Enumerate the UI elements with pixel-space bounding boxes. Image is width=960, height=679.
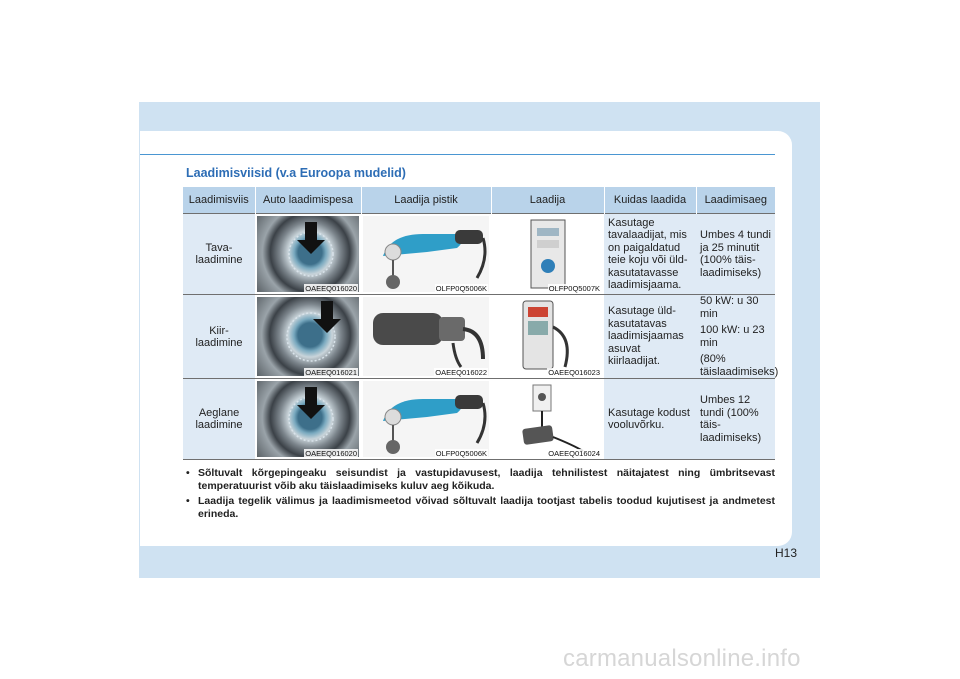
charger-image-cell: OLFP0Q5007K xyxy=(491,213,604,295)
section-title: Laadimisviisid (v.a Euroopa mudelid) xyxy=(186,166,406,180)
charging-port-image xyxy=(257,381,359,457)
header-charger: Laadija xyxy=(491,187,605,214)
portable-charger-image xyxy=(493,381,602,457)
header-port: Auto laadimispesa xyxy=(255,187,362,214)
plug-image-cell: OAEEQ016022 xyxy=(361,294,491,379)
charging-time-cell: Umbes 4 tundi ja 25 minutit (100% täis-l… xyxy=(696,213,775,295)
mode-cell: Kiir- laadimine xyxy=(183,294,255,379)
charging-time-line: 50 kW: u 30 min xyxy=(700,295,759,320)
charging-time-cell: 50 kW: u 30 min 100 kW: u 23 min (80% tä… xyxy=(696,294,779,379)
port-image-cell: OAEEQ016020 xyxy=(255,378,361,460)
header-time: Laadimisaeg xyxy=(696,187,775,214)
image-caption: OAEEQ016022 xyxy=(434,368,488,377)
image-caption: OLFP0Q5007K xyxy=(547,284,601,293)
image-caption: OLFP0Q5006K xyxy=(434,449,488,458)
image-caption: OAEEQ016024 xyxy=(547,449,601,458)
mode-label: Kiir- laadimine xyxy=(195,324,243,349)
image-caption: OAEEQ016023 xyxy=(547,368,601,377)
image-caption: OAEEQ016020 xyxy=(304,284,358,293)
table-row: Tava- laadimine OAEEQ016020 xyxy=(183,213,775,295)
plug-image-cell: OLFP0Q5006K xyxy=(361,213,491,295)
image-caption: OLFP0Q5006K xyxy=(434,284,488,293)
charging-methods-table: Laadimisviis Auto laadimispesa Laadija p… xyxy=(183,187,779,460)
port-image-cell: OAEEQ016020 xyxy=(255,213,361,295)
image-caption: OAEEQ016021 xyxy=(304,368,358,377)
charger-plug-image xyxy=(363,381,489,457)
table-row: Kiir- laadimine OAEEQ016021 xyxy=(183,294,779,379)
charger-image-cell: OAEEQ016023 xyxy=(491,294,604,379)
port-image-cell: OAEEQ016021 xyxy=(255,294,361,379)
charger-plug-image xyxy=(363,216,489,292)
charger-image-cell: OAEEQ016024 xyxy=(491,378,604,460)
note-text: Laadija tegelik välimus ja laadimismeeto… xyxy=(198,495,775,520)
bullet: • xyxy=(186,467,190,479)
how-to-charge-cell: Kasutage tavalaadijat, mis on paigaldatu… xyxy=(604,213,696,295)
mode-label: Tava- laadimine xyxy=(195,242,243,266)
page-number: H13 xyxy=(775,546,798,560)
header-how: Kuidas laadida xyxy=(604,187,697,214)
how-to-charge-cell: Kasutage kodust vooluvõrku. xyxy=(604,378,696,460)
notes-list: • Sõltuvalt kõrgepingeaku seisundist ja v… xyxy=(186,467,775,523)
down-arrow-icon xyxy=(288,387,334,442)
charger-plug-image xyxy=(363,297,489,376)
charging-time-line: 100 kW: u 23 min xyxy=(700,324,765,349)
table-row: Aeglane laadimine OAEEQ016020 xyxy=(183,378,775,460)
down-arrow-icon xyxy=(286,301,341,362)
bullet: • xyxy=(186,495,190,507)
how-to-charge-cell: Kasutage üld-kasutatavas laadimisjaamas … xyxy=(604,294,696,379)
section-rule xyxy=(140,154,775,155)
table-header-row: Laadimisviis Auto laadimispesa Laadija p… xyxy=(183,187,775,214)
note-item: • Sõltuvalt kõrgepingeaku seisundist ja v… xyxy=(186,467,775,493)
image-caption: OAEEQ016020 xyxy=(304,449,358,458)
charging-port-image xyxy=(257,216,359,292)
wallbox-charger-image xyxy=(493,216,602,292)
fast-charger-image xyxy=(493,297,602,376)
down-arrow-icon xyxy=(288,222,334,277)
header-plug: Laadija pistik xyxy=(361,187,492,214)
plug-image-cell: OLFP0Q5006K xyxy=(361,378,491,460)
note-text: Sõltuvalt kõrgepingeaku seisundist ja va… xyxy=(198,467,775,492)
charging-port-image xyxy=(257,297,359,376)
mode-cell: Tava- laadimine xyxy=(183,213,255,295)
charging-time-line: (80% täislaadimiseks) xyxy=(700,353,779,378)
mode-label: Aeglane laadimine xyxy=(195,407,243,431)
header-mode: Laadimisviis xyxy=(183,187,256,214)
charging-time-cell: Umbes 12 tundi (100% täis-laadimiseks) xyxy=(696,378,775,460)
mode-cell: Aeglane laadimine xyxy=(183,378,255,460)
watermark: carmanualsonline.info xyxy=(563,645,801,672)
note-item: • Laadija tegelik välimus ja laadimismeet… xyxy=(186,495,775,521)
